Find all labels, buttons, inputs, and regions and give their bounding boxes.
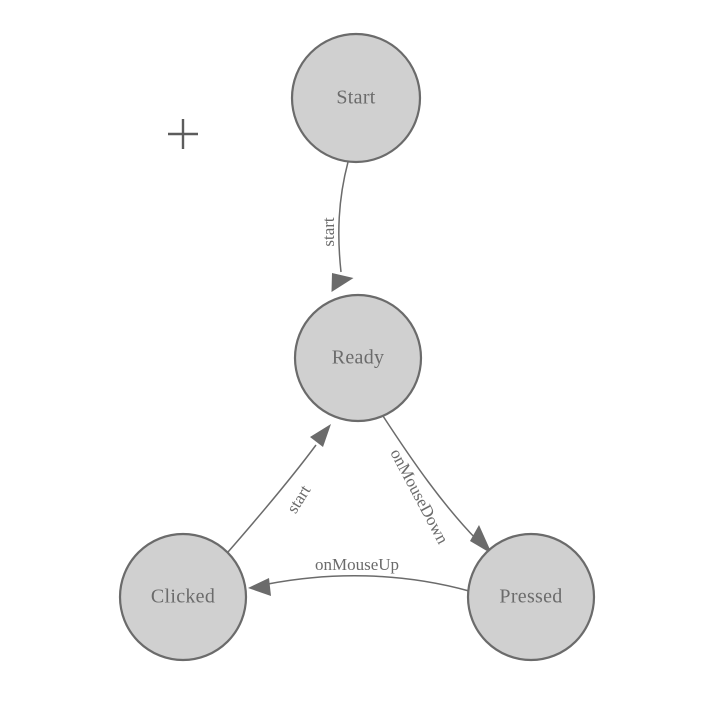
node-clicked-circle[interactable] bbox=[118, 532, 248, 662]
edge-start-to-ready[interactable]: start bbox=[319, 161, 354, 292]
node-ready[interactable]: Ready bbox=[293, 293, 423, 423]
edge-ready-to-pressed[interactable]: onMouseDown bbox=[382, 415, 492, 554]
edge-label-ready-to-pressed: onMouseDown bbox=[386, 446, 452, 548]
node-ready-circle[interactable] bbox=[293, 293, 423, 423]
node-clicked[interactable]: Clicked bbox=[118, 532, 248, 662]
node-pressed-label: Pressed bbox=[499, 586, 562, 608]
node-ready-label: Ready bbox=[332, 347, 385, 369]
node-pressed[interactable]: Pressed bbox=[466, 532, 596, 662]
node-start-label: Start bbox=[336, 87, 375, 109]
node-clicked-label: Clicked bbox=[151, 586, 215, 608]
edge-label-clicked-to-ready: start bbox=[283, 481, 315, 516]
edge-pressed-to-clicked[interactable]: onMouseUp bbox=[248, 555, 470, 596]
edge-label-start-to-ready: start bbox=[319, 217, 338, 247]
edge-clicked-to-ready[interactable]: start bbox=[227, 424, 331, 553]
node-pressed-circle[interactable] bbox=[466, 532, 596, 662]
node-start-circle[interactable] bbox=[290, 32, 422, 164]
edge-label-pressed-to-clicked: onMouseUp bbox=[315, 555, 399, 574]
node-start[interactable]: Start bbox=[290, 32, 422, 164]
crosshair-icon bbox=[168, 119, 198, 149]
